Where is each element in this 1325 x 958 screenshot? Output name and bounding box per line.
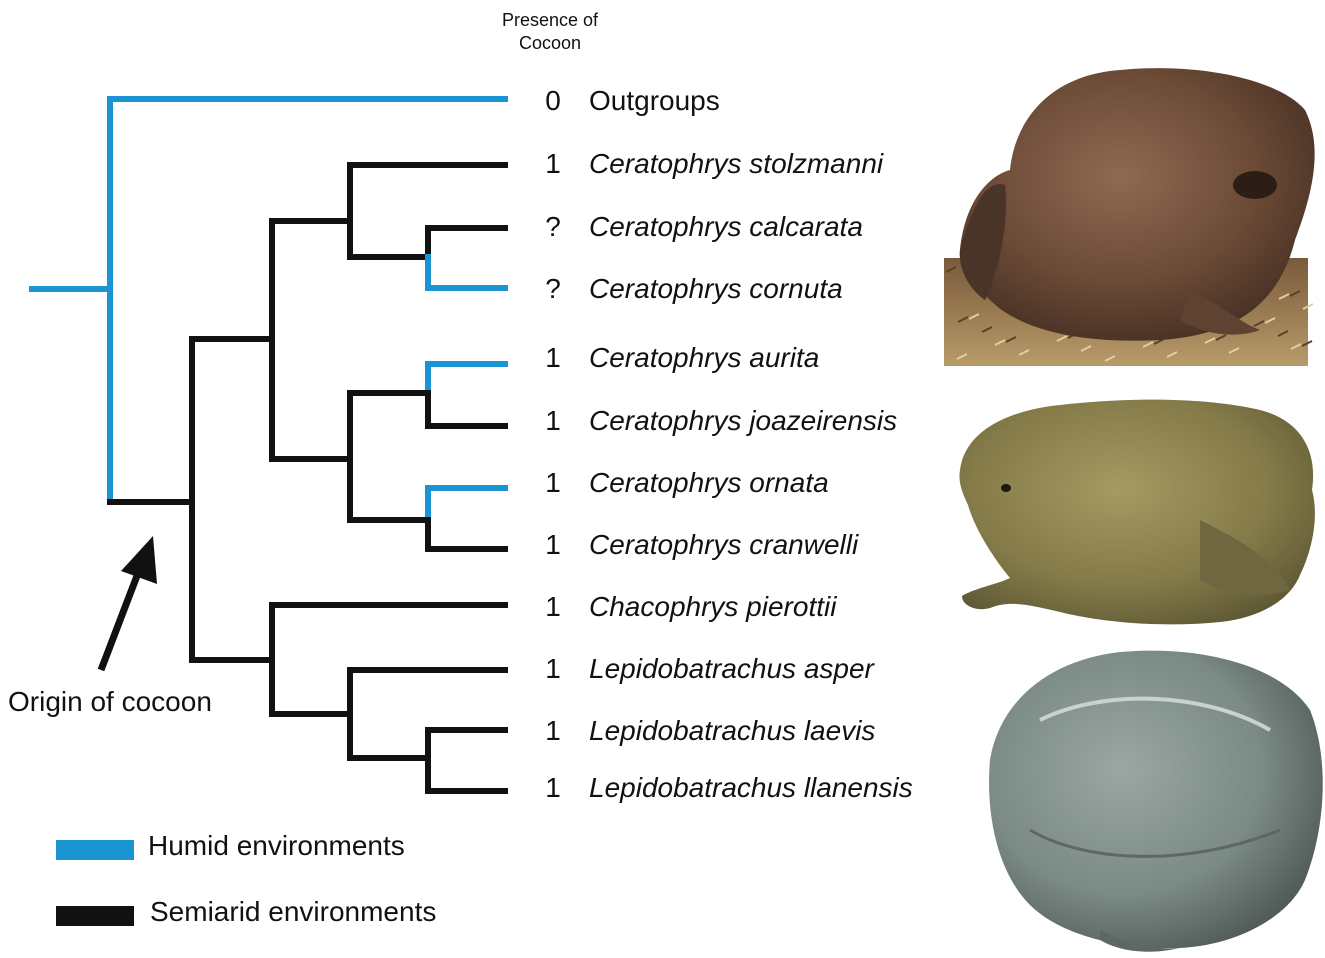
frog-photo-olive bbox=[959, 400, 1314, 625]
legend-humid-label: Humid environments bbox=[148, 830, 405, 862]
cocoon-score: 1 bbox=[538, 148, 568, 180]
presence-column-header: Presence of Cocoon bbox=[480, 9, 620, 55]
cocoon-score: 1 bbox=[538, 342, 568, 374]
taxon-name: Ceratophrys cranwelli bbox=[589, 529, 858, 561]
taxon-name: Lepidobatrachus llanensis bbox=[589, 772, 913, 804]
taxon-name: Ceratophrys stolzmanni bbox=[589, 148, 883, 180]
taxon-name: Outgroups bbox=[589, 85, 720, 117]
cocoon-score: 1 bbox=[538, 405, 568, 437]
taxon-name: Ceratophrys joazeirensis bbox=[589, 405, 897, 437]
cocoon-score: 1 bbox=[538, 772, 568, 804]
taxon-name: Lepidobatrachus asper bbox=[589, 653, 874, 685]
legend-semiarid-label: Semiarid environments bbox=[150, 896, 436, 928]
cocoon-score: 0 bbox=[538, 85, 568, 117]
taxon-name: Chacophrys pierottii bbox=[589, 591, 836, 623]
taxon-name: Lepidobatrachus laevis bbox=[589, 715, 875, 747]
presence-header-line1: Presence of bbox=[480, 9, 620, 32]
taxon-name: Ceratophrys aurita bbox=[589, 342, 819, 374]
frog-photo-grey-cocoon bbox=[989, 651, 1323, 952]
presence-header-line2: Cocoon bbox=[480, 32, 620, 55]
taxon-name: Ceratophrys calcarata bbox=[589, 211, 863, 243]
cocoon-score: ? bbox=[538, 273, 568, 305]
cocoon-score: 1 bbox=[538, 467, 568, 499]
taxon-name: Ceratophrys ornata bbox=[589, 467, 829, 499]
origin-of-cocoon-label: Origin of cocoon bbox=[8, 686, 212, 718]
cocoon-score: 1 bbox=[538, 715, 568, 747]
cocoon-score: 1 bbox=[538, 529, 568, 561]
legend-semiarid-swatch bbox=[56, 906, 134, 926]
taxon-name: Ceratophrys cornuta bbox=[589, 273, 843, 305]
legend-humid-swatch bbox=[56, 840, 134, 860]
frog-photo-brown bbox=[944, 68, 1315, 366]
origin-arrow-head bbox=[121, 536, 157, 584]
cocoon-score: 1 bbox=[538, 653, 568, 685]
origin-arrow-shaft bbox=[101, 568, 140, 670]
cocoon-score: ? bbox=[538, 211, 568, 243]
cocoon-score: 1 bbox=[538, 591, 568, 623]
